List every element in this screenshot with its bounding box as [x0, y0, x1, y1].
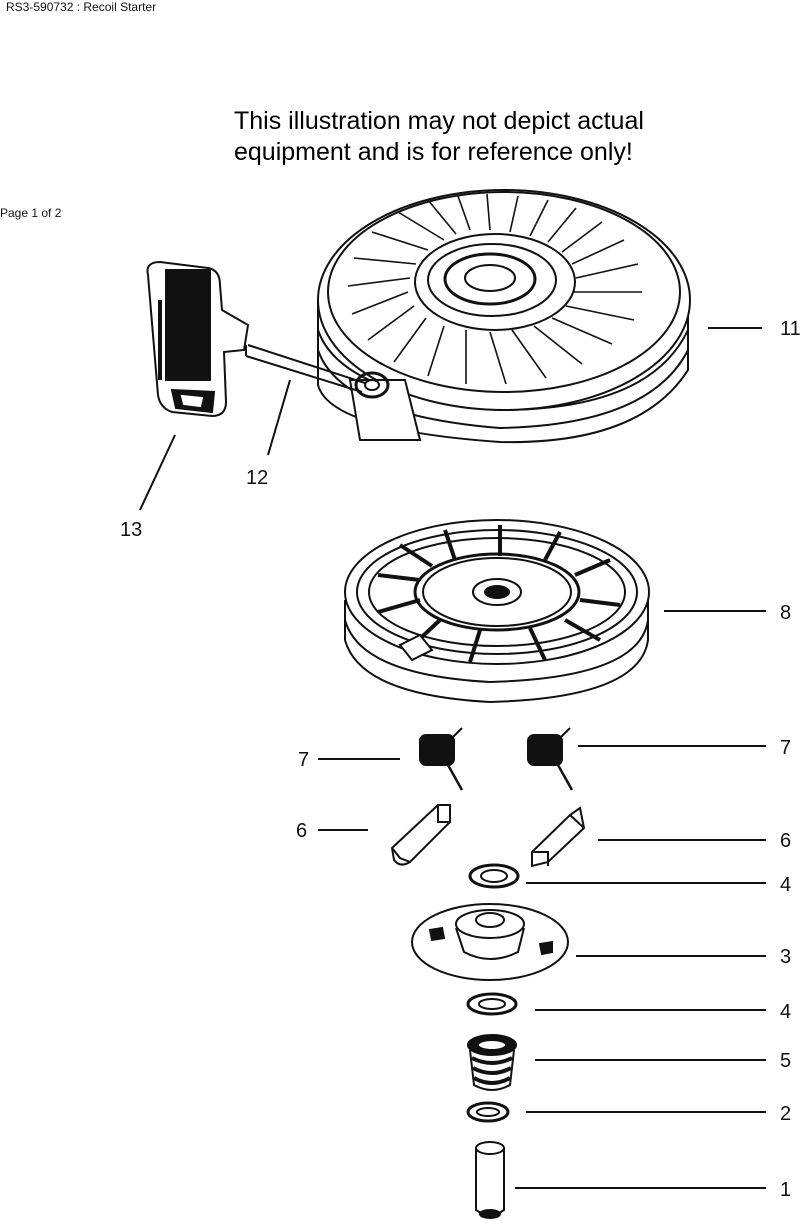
pawl-left-part — [390, 804, 451, 866]
compression-spring-part — [467, 1034, 517, 1091]
starter-handle-part — [146, 260, 250, 418]
reference-notice: This illustration may not depict actual … — [234, 106, 714, 168]
callout-13: 13 — [120, 519, 142, 541]
callout-8: 8 — [780, 602, 791, 624]
page-indicator: Page 1 of 2 — [0, 206, 62, 220]
pawl-spring-left-part — [419, 727, 464, 791]
callout-4-lower: 4 — [780, 1001, 791, 1023]
shaft-pin-part — [475, 1141, 505, 1219]
notice-line-2: equipment and is for reference only! — [234, 138, 633, 166]
starter-rope-part — [245, 344, 366, 393]
callout-6-right: 6 — [780, 830, 791, 852]
retainer-part — [411, 903, 569, 981]
washer-upper-part — [468, 863, 520, 889]
callout-1: 1 — [780, 1179, 791, 1201]
callout-7-right: 7 — [780, 737, 791, 759]
pawl-right-part — [531, 806, 586, 868]
pawl-spring-right-part — [527, 727, 574, 791]
callout-3: 3 — [780, 946, 791, 968]
small-washer-part — [466, 1101, 510, 1123]
callout-6-left: 6 — [296, 820, 307, 842]
notice-line-1: This illustration may not depict actual — [234, 107, 644, 135]
callout-7-left: 7 — [298, 749, 309, 771]
callout-12: 12 — [246, 467, 268, 489]
washer-lower-part — [466, 992, 518, 1016]
callout-4-upper: 4 — [780, 874, 791, 896]
starter-housing-part — [317, 189, 691, 444]
leader-lines — [139, 327, 766, 1189]
callout-2: 2 — [780, 1103, 791, 1125]
page-header-title: RS3-590732 : Recoil Starter — [6, 0, 157, 14]
callout-11: 11 — [780, 318, 800, 340]
callout-5: 5 — [780, 1050, 791, 1072]
pulley-part — [344, 519, 650, 704]
